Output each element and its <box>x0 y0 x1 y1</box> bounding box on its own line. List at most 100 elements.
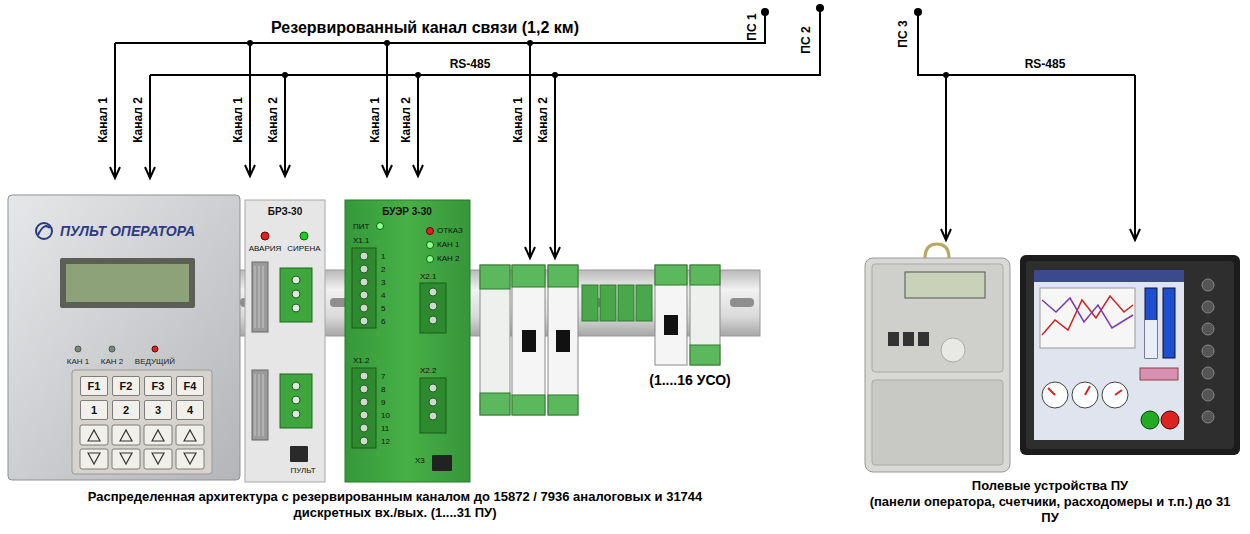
arrow-head <box>525 247 535 258</box>
touch-panel <box>1145 288 1157 358</box>
panel-marking: 5 <box>381 304 385 313</box>
panel-marking: X2.1 <box>420 272 436 281</box>
energy-meter <box>865 258 1010 472</box>
channel-label: Канал 1 <box>369 97 381 143</box>
touch-panel <box>1048 386 1122 395</box>
relay-module <box>292 276 300 418</box>
io-module <box>600 285 616 321</box>
touch-panel <box>1202 301 1214 313</box>
junction-dot <box>415 72 421 78</box>
arrow-head <box>280 165 290 176</box>
operator-panel <box>184 453 196 464</box>
operator-panel <box>112 449 140 469</box>
panel-marking: СИРЕНА <box>287 244 320 253</box>
key-label: F1 <box>88 380 101 393</box>
panel-marking: ОТКАЗ <box>437 226 463 235</box>
io-module <box>556 330 570 352</box>
operator-panel <box>176 449 204 469</box>
key-label: 1 <box>91 404 97 417</box>
controller-module <box>360 398 368 406</box>
panel-marking: 12 <box>381 437 390 446</box>
energy-meter <box>865 244 1010 472</box>
device-title: БРЗ-30 <box>268 206 302 218</box>
operator-panel <box>109 346 115 352</box>
energy-meter <box>905 272 985 298</box>
panel-marking: X2.2 <box>420 366 436 375</box>
panel-marking: X3 <box>415 456 425 465</box>
io-module <box>582 285 598 321</box>
relay-module <box>261 232 269 240</box>
controller-module <box>360 424 368 432</box>
bus-wire <box>284 75 286 176</box>
io-module <box>522 330 536 352</box>
junction-dot <box>761 8 769 16</box>
channel-label: Канал 2 <box>537 97 549 143</box>
bus-wire <box>386 43 388 176</box>
operator-panel <box>120 453 132 464</box>
energy-meter <box>872 380 1003 465</box>
touch-panel <box>1034 270 1184 440</box>
controller-module <box>429 316 437 324</box>
key-label: 4 <box>187 404 193 417</box>
io-module <box>548 265 578 415</box>
operator-panel <box>152 453 164 464</box>
junction-dot <box>816 4 824 12</box>
keypad-key: F4 <box>176 376 204 396</box>
touch-panel <box>1042 296 1133 335</box>
key-label: F3 <box>152 380 165 393</box>
io-module <box>512 265 545 415</box>
caption-text: Распределенная архитектура с резервирова… <box>85 489 705 520</box>
io-module <box>480 265 510 415</box>
panel-marking: 10 <box>381 411 390 420</box>
junction-dot <box>552 72 558 78</box>
io-module <box>512 395 545 415</box>
operator-panel <box>8 195 240 480</box>
operator-panel <box>80 449 108 469</box>
touch-panel <box>1040 288 1135 348</box>
controller-module <box>345 200 470 482</box>
touch-panel <box>1161 411 1179 429</box>
panel-marking: 6 <box>381 317 385 326</box>
touch-panel <box>1042 382 1128 408</box>
operator-panel <box>152 346 158 352</box>
panel-marking: КАН 2 <box>101 357 123 366</box>
operator-panel <box>60 258 195 308</box>
touch-panel <box>1034 270 1184 282</box>
relay-module <box>292 382 300 390</box>
bus-type-label: RS-485 <box>450 57 491 71</box>
controller-module <box>429 302 437 310</box>
controller-module <box>360 265 368 273</box>
panel-marking: 4 <box>381 291 385 300</box>
junction-dot <box>384 40 390 46</box>
touch-panel <box>1141 411 1159 429</box>
arrow-head <box>413 165 423 176</box>
controller-module <box>360 317 368 325</box>
io-module <box>480 265 510 289</box>
bus-wire <box>115 12 765 43</box>
caption-text: (панели оператора, счетчики, расходомеры… <box>860 494 1240 525</box>
substation-label: ПС 1 <box>746 13 758 40</box>
junction-dot <box>247 40 253 46</box>
touch-panel <box>1020 255 1240 455</box>
touch-panel <box>1202 279 1214 423</box>
controller-module <box>352 368 376 448</box>
operator-panel <box>176 425 204 445</box>
controller-module <box>429 412 437 420</box>
device-title: БУЭР 3-30 <box>382 206 432 218</box>
io-module <box>655 265 687 285</box>
touch-panel <box>1202 389 1214 401</box>
panel-marking: 2 <box>381 265 385 274</box>
panel-marking: ПИТ <box>353 222 369 231</box>
controller-module <box>429 288 437 296</box>
arrow-head <box>941 229 951 240</box>
io-module <box>548 265 578 287</box>
energy-meter <box>888 332 899 346</box>
key-label: 3 <box>155 404 161 417</box>
touch-panel <box>1020 255 1240 455</box>
relay-module <box>255 374 263 436</box>
controller-module <box>345 200 470 482</box>
controller-module <box>360 252 368 260</box>
arrow-head <box>145 167 155 178</box>
